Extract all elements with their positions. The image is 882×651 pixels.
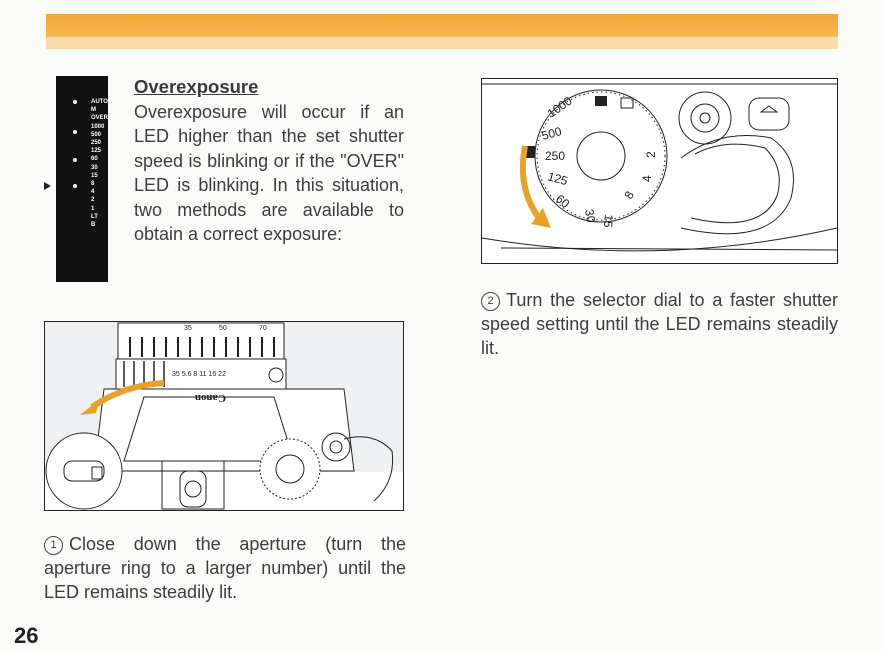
viewfinder-led-scale xyxy=(56,76,108,282)
dial-15: 15 xyxy=(601,214,616,229)
brand-logo: Canon xyxy=(195,392,226,404)
finder-scale-item: 125 xyxy=(91,148,102,155)
step-1-number: 1 xyxy=(44,536,63,555)
ring-top-35: 35 xyxy=(184,325,192,332)
finder-scale-item: 250 xyxy=(91,140,102,147)
shutter-dial-illustration: 1000 500 250 125 60 30 15 8 4 2 xyxy=(481,78,838,264)
step-2-number: 2 xyxy=(481,292,500,311)
finder-scale-item: 4 xyxy=(91,189,95,196)
finder-scale-item: 60 xyxy=(91,156,98,163)
dial-30: 30 xyxy=(582,208,598,224)
dial-125: 125 xyxy=(546,169,569,188)
finder-scale-item: AUTO xyxy=(91,99,108,105)
camera-top-illustration: 35 50 70 35 5.6 8 11 16 22 Canon xyxy=(44,321,404,511)
finder-scale-item: LT xyxy=(91,213,98,220)
finder-scale-item: 8 xyxy=(91,181,95,188)
finder-scale-item: 15 xyxy=(91,172,98,179)
aperture-scale: 35 5.6 8 11 16 22 xyxy=(172,371,226,378)
finder-scale-item: 1000 xyxy=(91,123,105,130)
page-number: 26 xyxy=(14,623,39,648)
blinking-led-pointer xyxy=(44,182,51,190)
finder-scale-item: M xyxy=(91,107,96,114)
intro-paragraph: Overexposure will occur if an LED higher… xyxy=(134,102,404,245)
section-heading: Overexposure xyxy=(134,76,259,97)
dial-2: 2 xyxy=(644,151,658,158)
finder-scale-item: 1 xyxy=(91,205,95,212)
dial-4: 4 xyxy=(640,175,654,182)
ring-top-70: 70 xyxy=(259,325,267,332)
finder-scale-item: OVER xyxy=(91,115,109,122)
dial-500: 500 xyxy=(540,124,563,143)
ring-top-50: 50 xyxy=(219,325,227,332)
finder-scale-item: B xyxy=(91,222,96,229)
finder-scale-item: 500 xyxy=(91,131,102,138)
step-1-text: Close down the aperture (turn the apertu… xyxy=(44,534,406,602)
step-2-text: Turn the selector dial to a faster shutt… xyxy=(481,290,838,358)
finder-scale-item: 30 xyxy=(91,164,98,171)
finder-scale-item: 2 xyxy=(91,197,95,204)
dial-250: 250 xyxy=(545,149,565,163)
top-color-band xyxy=(46,14,838,49)
